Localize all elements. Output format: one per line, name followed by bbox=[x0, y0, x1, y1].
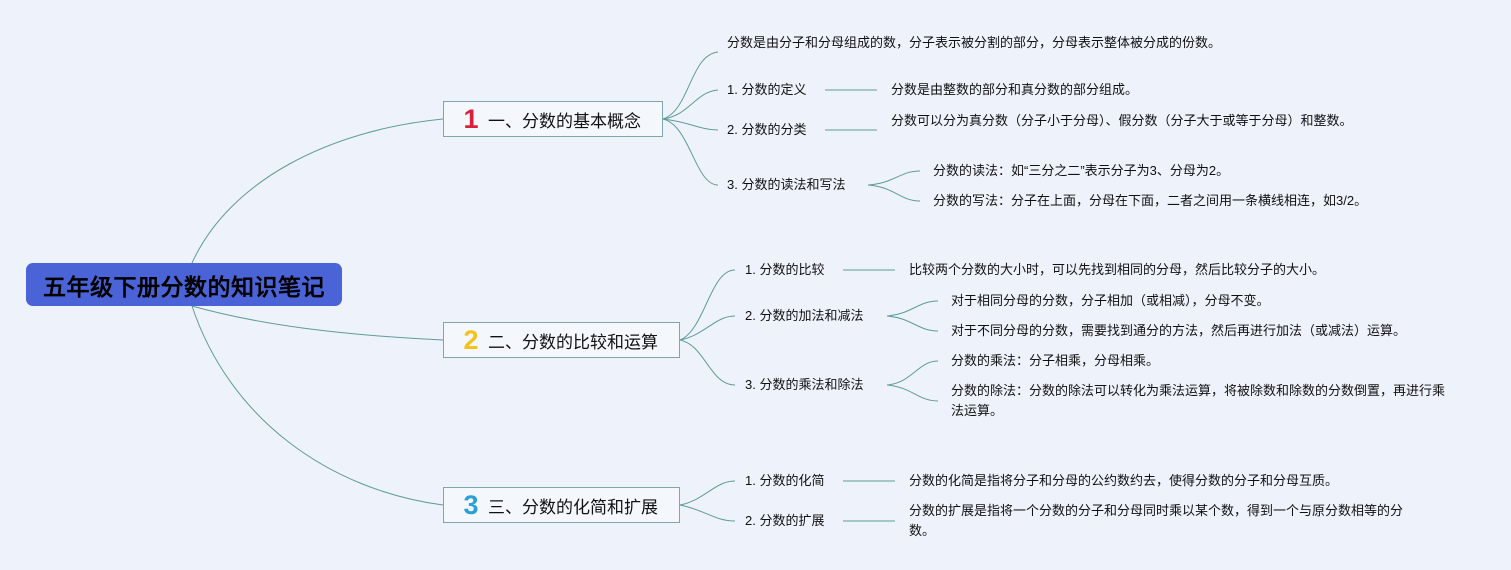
topic-b1-intro[interactable]: 分数是由分子和分母组成的数，分子表示被分割的部分，分母表示整体被分成的份数。 bbox=[727, 35, 1222, 50]
link-b1-intro bbox=[662, 51, 719, 120]
topic-b2-item-2-detail-2[interactable]: 对于不同分母的分数，需要找到通分的方法，然后再进行加法（或减法）运算。 bbox=[951, 323, 1407, 338]
link-b1-item3 bbox=[662, 118, 719, 186]
link-root-branch-2 bbox=[191, 305, 444, 341]
link-b2-item2 bbox=[679, 315, 736, 341]
topic-b3-item-1[interactable]: 1. 分数的化简 bbox=[745, 473, 825, 488]
link-b2-item2-detail1 bbox=[886, 300, 939, 317]
branch-topic-2[interactable]: 2 二、分数的比较和运算 bbox=[443, 322, 680, 358]
link-b1-item1 bbox=[662, 89, 719, 120]
topic-b1-item-2[interactable]: 2. 分数的分类 bbox=[727, 122, 807, 137]
topic-b2-item-3[interactable]: 3. 分数的乘法和除法 bbox=[745, 377, 864, 392]
number-1-icon: 1 bbox=[463, 103, 479, 134]
topic-b3-item-2[interactable]: 2. 分数的扩展 bbox=[745, 513, 825, 528]
link-b1-item3-detail2 bbox=[867, 184, 921, 202]
topic-b1-item-3-detail-2[interactable]: 分数的写法：分子在上面，分母在下面，二者之间用一条横线相连，如3/2。 bbox=[933, 193, 1368, 208]
root-topic[interactable]: 五年级下册分数的知识笔记 bbox=[26, 263, 342, 306]
number-2-icon: 2 bbox=[463, 324, 479, 355]
link-b2-item1 bbox=[679, 269, 736, 341]
link-b3-item1 bbox=[679, 480, 736, 506]
branch-label: 二、分数的比较和运算 bbox=[488, 332, 658, 352]
link-b1-item2 bbox=[662, 118, 719, 131]
topic-b2-item-2-detail-1[interactable]: 对于相同分母的分数，分子相加（或相减），分母不变。 bbox=[951, 293, 1270, 308]
branch-label: 一、分数的基本概念 bbox=[488, 111, 641, 131]
topic-b2-item-1[interactable]: 1. 分数的比较 bbox=[745, 262, 825, 277]
link-b2-item2-detail2 bbox=[886, 315, 939, 332]
topic-b1-item-1-detail-1[interactable]: 分数是由整数的部分和真分数的部分组成。 bbox=[891, 82, 1139, 97]
topic-b1-item-3-detail-1[interactable]: 分数的读法：如“三分之二”表示分子为3、分母为2。 bbox=[933, 163, 1230, 178]
topic-b1-item-3[interactable]: 3. 分数的读法和写法 bbox=[727, 177, 846, 192]
number-3-icon: 3 bbox=[463, 489, 479, 520]
topic-b3-item-2-detail-1[interactable]: 分数的扩展是指将一个分数的分子和分母同时乘以某个数，得到一个与原分数相等的分数。 bbox=[909, 503, 1404, 538]
branch-topic-3[interactable]: 3 三、分数的化简和扩展 bbox=[443, 487, 680, 523]
link-b1-item3-detail1 bbox=[867, 170, 921, 186]
link-root-branch-1 bbox=[191, 118, 444, 264]
branch-label: 三、分数的化简和扩展 bbox=[488, 497, 658, 517]
topic-b2-item-3-detail-1[interactable]: 分数的乘法：分子相乘，分母相乘。 bbox=[951, 353, 1160, 368]
branch-topic-1[interactable]: 1 一、分数的基本概念 bbox=[443, 101, 663, 137]
topic-b1-item-1[interactable]: 1. 分数的定义 bbox=[727, 82, 807, 97]
link-b2-item3 bbox=[679, 339, 736, 386]
topic-b2-item-2[interactable]: 2. 分数的加法和减法 bbox=[745, 308, 864, 323]
link-b2-item3-detail2 bbox=[886, 384, 939, 402]
topic-b2-item-1-detail-1[interactable]: 比较两个分数的大小时，可以先找到相同的分母，然后比较分子的大小。 bbox=[909, 262, 1326, 277]
link-b3-item2 bbox=[679, 504, 736, 522]
topic-b3-item-1-detail-1[interactable]: 分数的化简是指将分子和分母的公约数约去，使得分数的分子和分母互质。 bbox=[909, 473, 1339, 488]
link-root-branch-3 bbox=[191, 305, 444, 506]
link-b2-item3-detail1 bbox=[886, 360, 939, 386]
topic-b2-item-3-detail-2[interactable]: 分数的除法：分数的除法可以转化为乘法运算，将被除数和除数的分数倒置，再进行乘法运… bbox=[951, 383, 1446, 418]
topic-b1-item-2-detail-1[interactable]: 分数可以分为真分数（分子小于分母）、假分数（分子大于或等于分母）和整数。 bbox=[891, 113, 1353, 128]
